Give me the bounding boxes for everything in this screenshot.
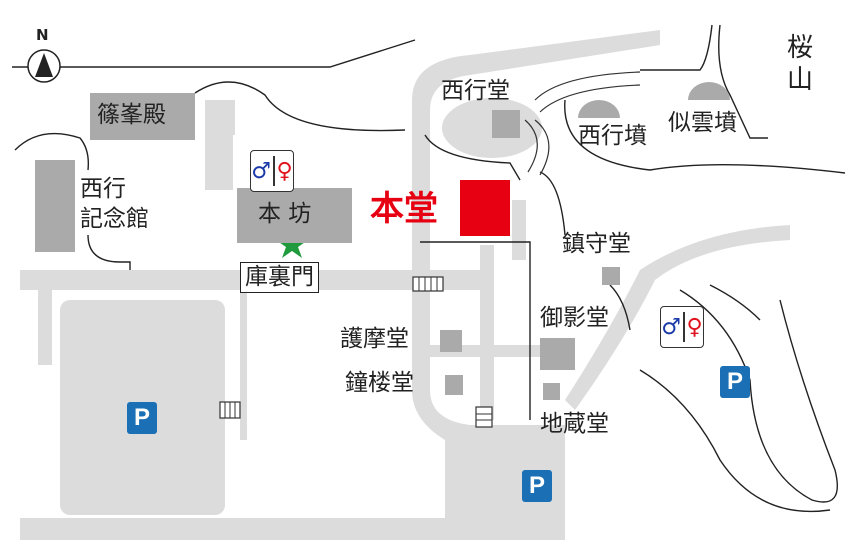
sakurayama-label-2: 山 <box>787 65 814 95</box>
parking-icon-south: P <box>522 470 552 502</box>
honbo-building <box>237 188 352 243</box>
jizodo-building <box>543 383 560 400</box>
gomado-building <box>440 330 462 352</box>
honbo-label: 本 坊 <box>258 201 312 227</box>
chinjudo-building <box>602 267 620 285</box>
saigyo-tomb-mound <box>578 100 620 118</box>
shorodo-building <box>445 375 463 395</box>
shihoden-label: 篠峯殿 <box>97 102 166 128</box>
saigyodo-building <box>492 110 520 138</box>
stair-steps <box>224 277 492 421</box>
restroom-icon: ♂♀ <box>660 306 704 348</box>
hondo-building <box>460 180 510 236</box>
compass-north-label: N <box>36 26 49 44</box>
gomado-label: 護摩堂 <box>340 326 409 352</box>
mieido-building <box>540 338 575 370</box>
hondo-label: 本堂 <box>370 189 438 229</box>
chinjudo-label: 鎮守堂 <box>562 231 631 257</box>
saigyo-tomb-label: 西行墳 <box>578 123 647 149</box>
jiun-tomb-label: 似雲墳 <box>668 110 737 136</box>
saigyo-kinenkan-label-1: 西行 <box>80 176 126 202</box>
jiun-tomb-mound <box>688 82 730 100</box>
saigyodo-label: 西行堂 <box>441 78 510 104</box>
mieido-label: 御影堂 <box>540 305 609 331</box>
kurimon-label: 庫裏門 <box>240 262 319 293</box>
shihoden-building <box>90 93 195 140</box>
terrain-lines <box>12 24 846 513</box>
restroom-icon: ♂♀ <box>250 150 294 192</box>
jizodo-label: 地蔵堂 <box>540 411 609 437</box>
saigyo-kinenkan-building <box>35 160 75 252</box>
current-location-star-icon <box>276 229 308 258</box>
shorodo-label: 鐘楼堂 <box>345 370 414 396</box>
parking-icon-east: P <box>720 366 750 398</box>
sakurayama-label-1: 桜 <box>787 33 814 63</box>
saigyo-kinenkan-label-2: 記念館 <box>80 206 149 232</box>
compass-icon <box>27 49 61 83</box>
parking-icon-west: P <box>127 402 157 434</box>
